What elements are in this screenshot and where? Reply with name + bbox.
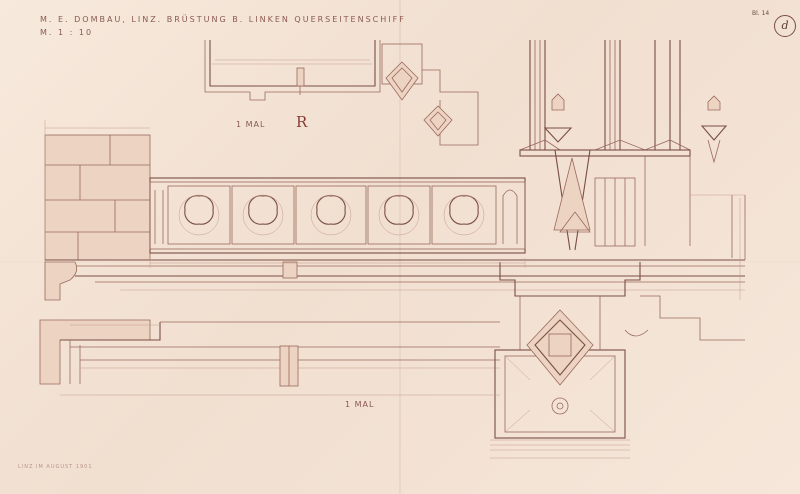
sheet-title: M. E. DOMBAU, LINZ. BRÜSTUNG B. LINKEN Q… [40,15,406,24]
right-cornice-steps [499,262,745,341]
bottom-section-label: 1 MAL [345,400,375,409]
top-diamond-bosses [381,43,479,146]
footer-note: LINZ IM AUGUST 1901 [18,464,93,470]
sheet-scale: M. 1 : 10 [40,28,94,37]
cornice-bands [44,259,745,301]
revision-mark: R [296,113,308,131]
top-profile-section [204,40,381,101]
balustrade-tracery [149,177,526,254]
bottom-plan-left [39,319,500,387]
pinnacle-group [519,40,746,260]
left-wall-block [44,120,151,280]
top-section-label: 1 MAL [236,120,266,129]
bottom-plan-pinnacle [490,296,630,459]
sheet-number: Bl. 14 [752,10,770,17]
dimension-lines [60,63,741,446]
sheet-letter-badge: d [774,15,796,37]
